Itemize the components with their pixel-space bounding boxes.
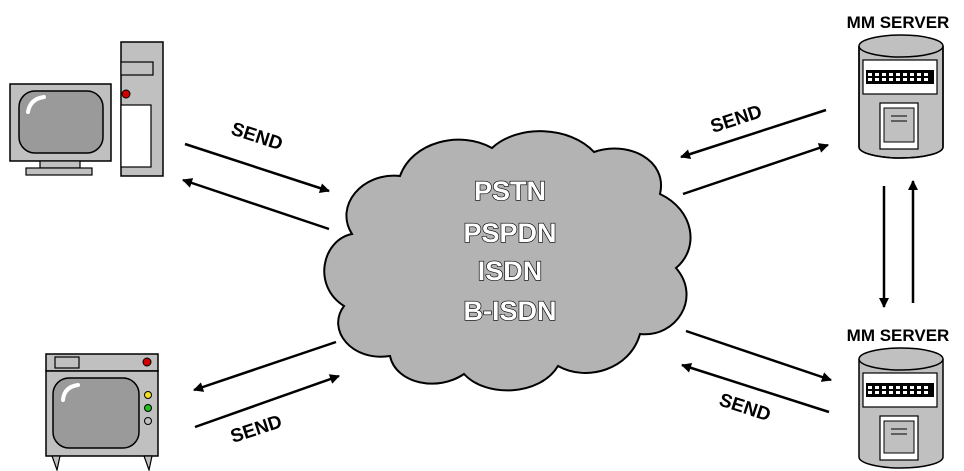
arrow-server-to-cloud-bottom (681, 362, 830, 414)
network-label-pspdn: PSPDN (463, 218, 556, 248)
server-icon (858, 34, 944, 159)
cloud-network-icon (323, 130, 692, 392)
arrow-tv-to-cloud (194, 374, 340, 429)
server-icon (858, 347, 944, 469)
network-label-isdn: ISDN (478, 256, 543, 286)
arrow-cloud-to-server-top (682, 143, 829, 196)
network-label-pstn: PSTN (474, 176, 546, 206)
tv-terminal-icon (45, 353, 159, 471)
server-label-bottom: MM SERVER (847, 326, 950, 345)
network-label-b-isdn: B-ISDN (464, 296, 557, 326)
arrow-computer-to-cloud (184, 142, 330, 193)
send-label-bottom-right: SEND (716, 390, 773, 426)
arrow-cloud-to-computer (182, 178, 330, 231)
arrow-group (182, 108, 918, 429)
send-label-bottom-left: SEND (228, 411, 285, 447)
arrow-server-to-cloud-top (680, 108, 827, 159)
desktop-computer-icon (9, 41, 164, 177)
server-label-top: MM SERVER (847, 13, 950, 32)
arrow-cloud-to-tv (193, 340, 337, 392)
send-label-top-left: SEND (228, 119, 285, 155)
arrow-cloud-to-server-bottom (685, 329, 832, 382)
